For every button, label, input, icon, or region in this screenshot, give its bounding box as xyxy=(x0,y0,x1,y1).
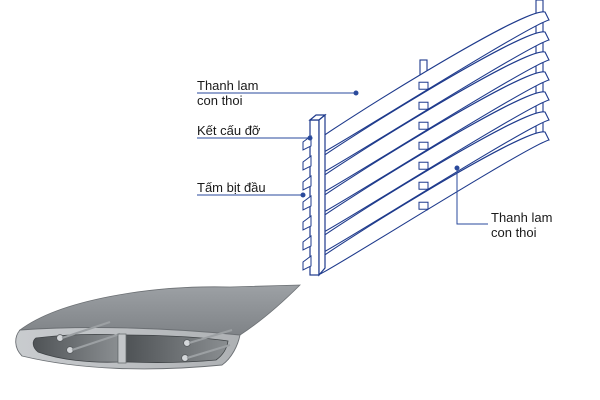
leader-lines xyxy=(197,90,488,225)
louver-blade xyxy=(317,31,550,175)
profile-cavity-right xyxy=(125,334,229,363)
louver-blades xyxy=(317,11,550,275)
end-cap-plate xyxy=(302,215,312,231)
louver-assembly-icon xyxy=(302,0,550,277)
front-post xyxy=(308,113,327,277)
end-cap-plate xyxy=(302,235,312,251)
callout-line1: Thanh lam xyxy=(197,78,259,93)
louver-blade xyxy=(317,111,550,255)
profile-inner-rods xyxy=(61,321,233,359)
callout-louver-blade-top: Thanh lam con thoi xyxy=(197,78,258,108)
louver-blade xyxy=(317,131,550,275)
profile-screw-ports xyxy=(56,334,191,362)
end-cap-plate xyxy=(302,175,312,191)
louver-blade xyxy=(317,11,550,155)
callout-louver-blade-right: Thanh lam con thoi xyxy=(491,210,552,240)
end-cap-plate xyxy=(302,255,312,271)
callout-support-structure: Kết cấu đỡ xyxy=(197,123,260,138)
profile-center-web xyxy=(117,333,127,364)
callout-line2: con thoi xyxy=(491,225,537,240)
callout-line2: con thoi xyxy=(197,93,243,108)
callout-text: Tấm bịt đầu xyxy=(197,180,266,195)
louver-blade xyxy=(317,71,550,215)
louver-blade xyxy=(317,91,550,235)
callout-end-cap-plate: Tấm bịt đầu xyxy=(197,180,266,195)
end-cap-plate xyxy=(302,195,312,211)
callout-text: Kết cấu đỡ xyxy=(197,123,261,138)
louver-profile-icon xyxy=(15,284,301,370)
end-cap-plate xyxy=(302,155,312,171)
louver-blade xyxy=(317,51,550,195)
leader-line-blade-right xyxy=(456,168,488,225)
callout-line1: Thanh lam xyxy=(491,210,553,225)
